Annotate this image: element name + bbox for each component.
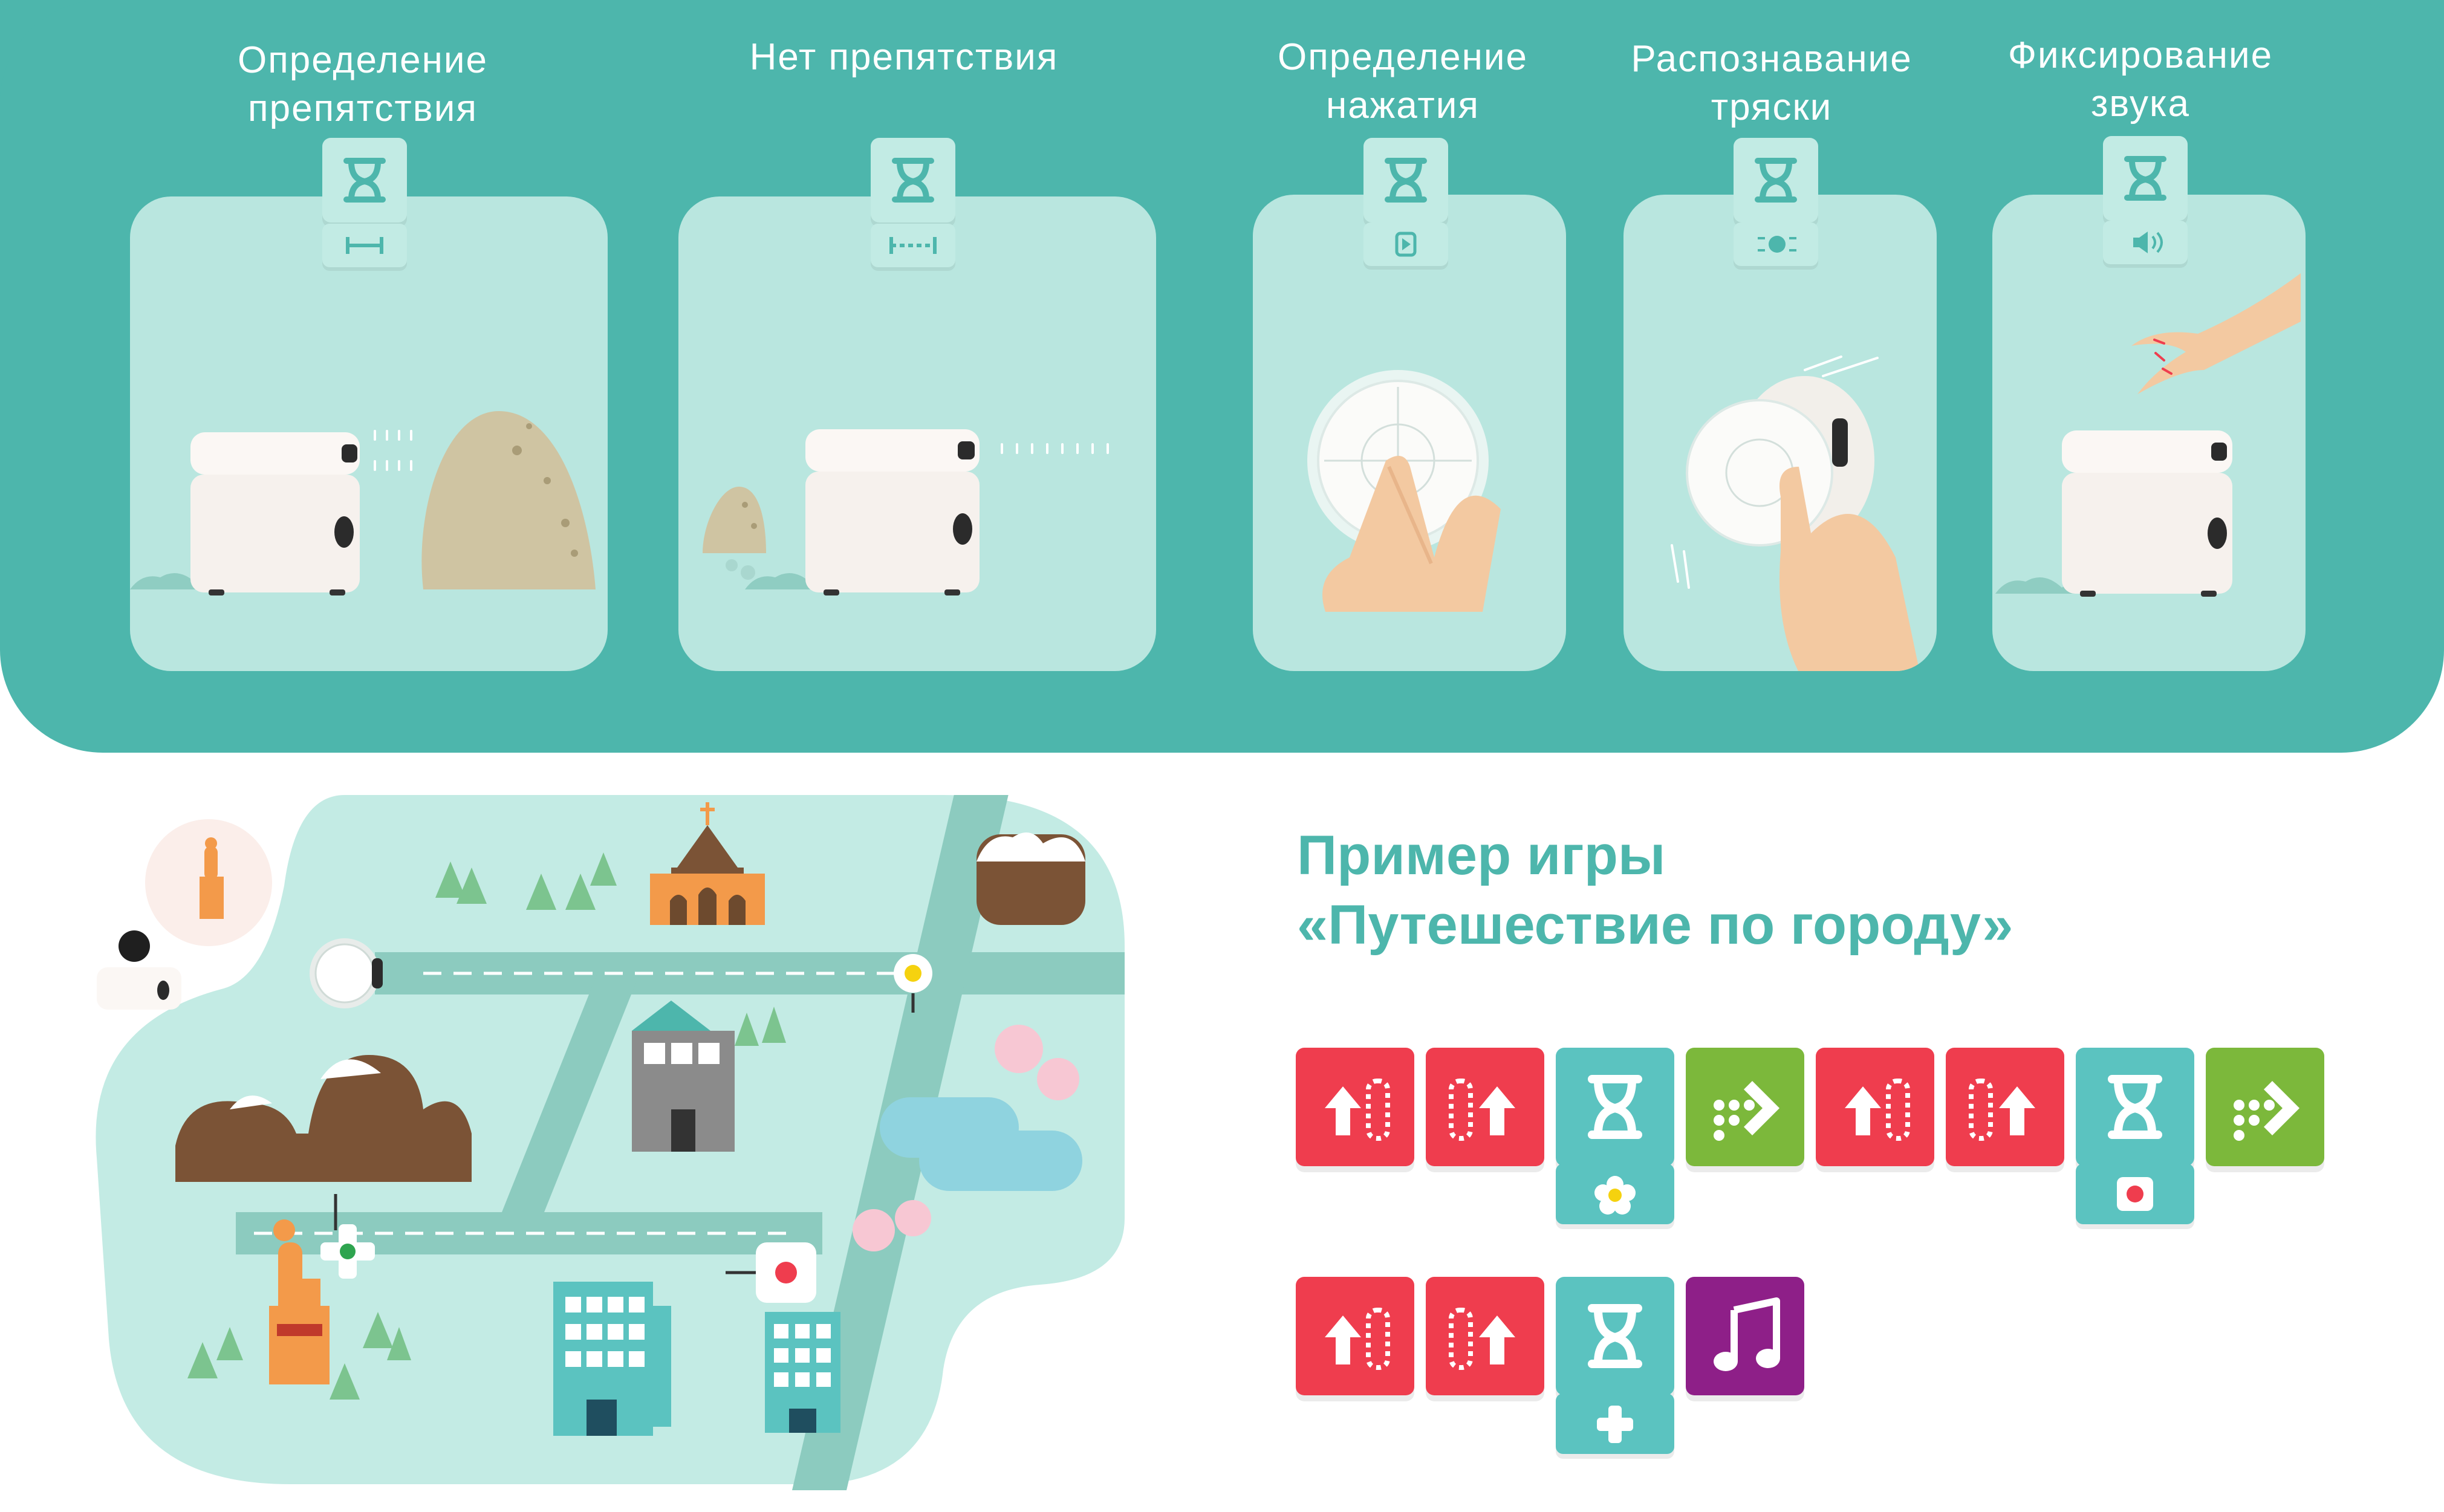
plus-icon — [1597, 1406, 1633, 1443]
play-music-block[interactable] — [1686, 1277, 1804, 1395]
panel-shake — [1623, 195, 1937, 671]
red-button-icon — [2117, 1177, 2153, 1211]
plus-marker — [320, 1194, 375, 1279]
turn-right-icon — [2234, 1081, 2299, 1141]
flower-condition-tab[interactable] — [1556, 1164, 1674, 1224]
panel-obstacle — [130, 196, 608, 671]
sound-sensor-icon — [2103, 221, 2188, 264]
hourglass-icon — [1385, 158, 1427, 203]
hourglass-icon — [1755, 158, 1797, 203]
headline-line-1: Пример игры — [1297, 825, 1666, 886]
timer-block — [2103, 136, 2188, 221]
scene-hand-shake — [1671, 355, 1920, 671]
move-forward-block[interactable] — [1426, 1048, 1544, 1166]
card-title-no-obstacle: Нет препятствия — [749, 36, 1059, 78]
press-sensor-icon — [1363, 222, 1448, 266]
move-forward-block[interactable] — [1296, 1048, 1414, 1166]
flower-marker — [894, 954, 932, 1013]
music-note-icon — [1714, 1297, 1780, 1371]
card-title-shake: Распознавание тряски — [1631, 38, 1913, 128]
panel-no-obstacle — [678, 196, 1156, 671]
church — [650, 802, 765, 925]
scene-finger-press — [1307, 370, 1501, 612]
card-title-press: Определение нажатия — [1277, 36, 1528, 126]
move-forward-block[interactable] — [1426, 1277, 1544, 1395]
scene-clap-sound — [1995, 273, 2301, 597]
move-forward-icon — [1325, 1308, 1390, 1370]
timer-block — [1363, 138, 1448, 222]
headline-line-2: «Путешествие по городу» — [1297, 894, 2013, 956]
card-title-sound: Фиксирование звука — [2007, 34, 2273, 125]
red-button-condition-tab[interactable] — [2076, 1164, 2194, 1224]
hourglass-icon — [892, 158, 934, 203]
move-forward-icon — [1325, 1079, 1390, 1141]
move-forward-icon — [1449, 1079, 1515, 1141]
shake-sensor-icon — [1734, 222, 1818, 266]
wait-block[interactable] — [2076, 1048, 2194, 1166]
turn-right-block[interactable] — [1686, 1048, 1804, 1166]
flower-icon — [1594, 1176, 1636, 1215]
turn-right-icon — [1714, 1081, 1779, 1141]
wait-block[interactable] — [1556, 1277, 1674, 1395]
move-forward-icon — [1969, 1079, 2035, 1141]
timer-block — [1734, 138, 1818, 222]
plus-condition-tab[interactable] — [1556, 1394, 1674, 1454]
no-obstacle-sensor-icon — [871, 224, 955, 267]
panel-press — [1253, 195, 1566, 671]
move-forward-block[interactable] — [1816, 1048, 1934, 1166]
move-forward-block[interactable] — [1296, 1277, 1414, 1395]
hourglass-icon — [2108, 1075, 2162, 1139]
game-example-title: Пример игры «Путешествие по городу» — [1297, 821, 2013, 960]
panel-sound — [1992, 195, 2306, 671]
scene-robot-obstacle — [130, 411, 596, 595]
turn-right-block[interactable] — [2206, 1048, 2324, 1166]
move-forward-block[interactable] — [1946, 1048, 2064, 1166]
city-map — [96, 795, 1125, 1490]
hourglass-icon — [1588, 1304, 1642, 1368]
distance-sensor-icon — [322, 224, 407, 267]
timer-block — [871, 138, 955, 222]
timer-block — [322, 138, 407, 222]
scene-robot-no-obstacle — [703, 429, 1109, 595]
move-forward-icon — [1845, 1079, 1910, 1141]
hourglass-icon — [1588, 1075, 1642, 1139]
red-button-marker — [726, 1242, 816, 1303]
hourglass-icon — [2124, 156, 2166, 201]
card-title-obstacle: Определение препятствия — [237, 39, 488, 129]
wait-block[interactable] — [1556, 1048, 1674, 1166]
hourglass-icon — [343, 158, 386, 203]
move-forward-icon — [1449, 1308, 1515, 1370]
thought-bubble — [97, 819, 272, 1010]
